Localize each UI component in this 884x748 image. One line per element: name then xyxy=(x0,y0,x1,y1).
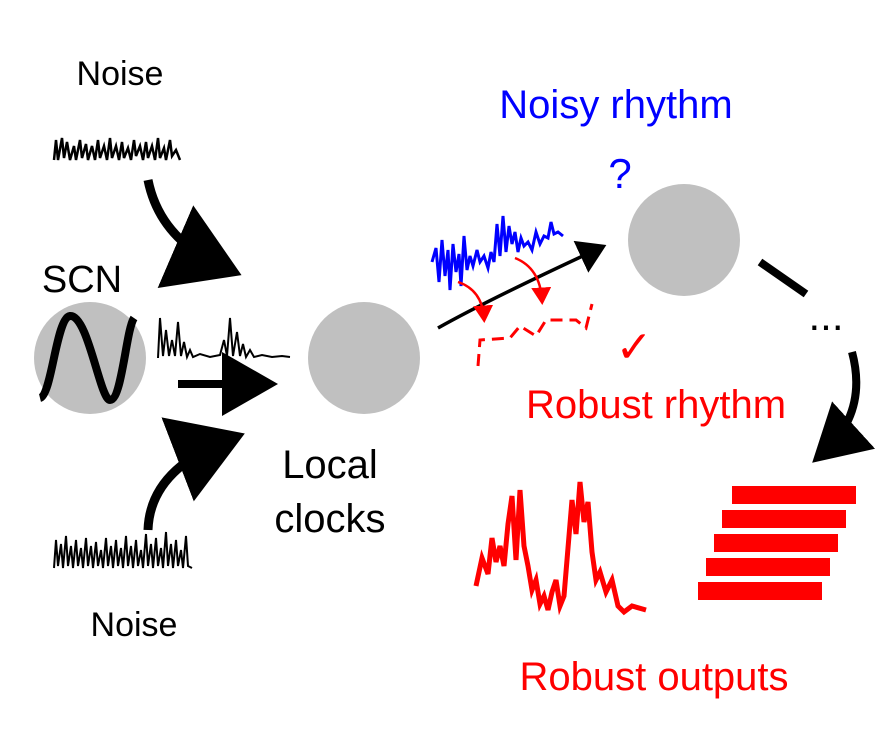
local-clocks-label-line2: clocks xyxy=(274,497,385,541)
downstream-connector xyxy=(757,258,809,298)
noise-bottom-arrow xyxy=(143,417,245,531)
robust-rhythm-trace xyxy=(476,303,594,367)
robust-rhythm-label: Robust rhythm xyxy=(526,383,786,427)
sine-wave-icon xyxy=(37,312,138,405)
noise-top-trace xyxy=(52,137,182,161)
scn-output-trace xyxy=(157,317,291,361)
noise-bottom-label: Noise xyxy=(91,606,178,644)
noise-top-label: Noise xyxy=(77,55,164,93)
question-mark: ? xyxy=(608,150,631,197)
robust-output-trace xyxy=(473,481,647,616)
downstream-clock-circle xyxy=(628,184,740,296)
filter-arrow-1 xyxy=(457,280,494,323)
output-bar-3 xyxy=(714,534,838,552)
noise-top-arrow xyxy=(143,179,242,288)
local-clock-circle xyxy=(308,302,420,414)
local-to-downstream-arrow xyxy=(437,240,607,330)
ellipsis: ... xyxy=(808,292,843,339)
local-clocks-label-line1: Local xyxy=(282,443,378,487)
check-icon: ✓ xyxy=(616,323,653,372)
noisy-rhythm-label: Noisy rhythm xyxy=(499,83,732,127)
output-bar-4 xyxy=(706,558,830,576)
noisy-rhythm-trace xyxy=(430,215,564,291)
bar-stack-icon xyxy=(698,486,856,600)
output-bar-2 xyxy=(722,510,846,528)
noise-bottom-trace xyxy=(53,531,193,569)
robust-outputs-label: Robust outputs xyxy=(519,655,788,699)
scn-label: SCN xyxy=(42,259,122,301)
to-outputs-arrow xyxy=(812,350,876,463)
filter-arrow-2 xyxy=(514,256,552,305)
output-bar-5 xyxy=(698,582,822,600)
output-bar-1 xyxy=(732,486,856,504)
